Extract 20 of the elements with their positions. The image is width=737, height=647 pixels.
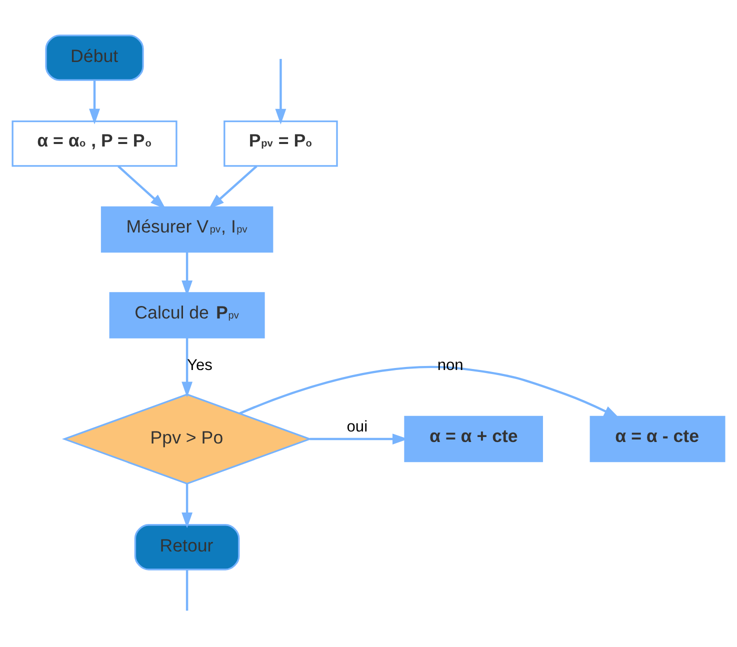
node-box: Début <box>45 34 144 81</box>
arrow <box>275 58 286 124</box>
node-box: α = αo , P = Po <box>12 120 178 167</box>
arrow <box>182 484 193 528</box>
connector <box>186 570 188 611</box>
node-box: Mésurer Vpv, Ipv <box>100 206 274 253</box>
node-box: α = α - cte <box>590 416 726 462</box>
arrow <box>239 366 620 418</box>
edge-label: non <box>437 357 464 374</box>
arrow <box>89 80 100 124</box>
node-box: α = α + cte <box>404 416 543 462</box>
node-diamond: Ppv > Po <box>62 394 312 485</box>
edge-label: Yes <box>187 357 213 374</box>
arrow <box>182 338 193 398</box>
arrow <box>208 165 258 210</box>
node-box: Ppv = Po <box>224 120 338 167</box>
arrow <box>118 165 166 210</box>
edge-label: oui <box>346 418 368 436</box>
node-box: Retour <box>134 524 240 570</box>
node-box: Calcul de Ppv <box>109 292 265 338</box>
